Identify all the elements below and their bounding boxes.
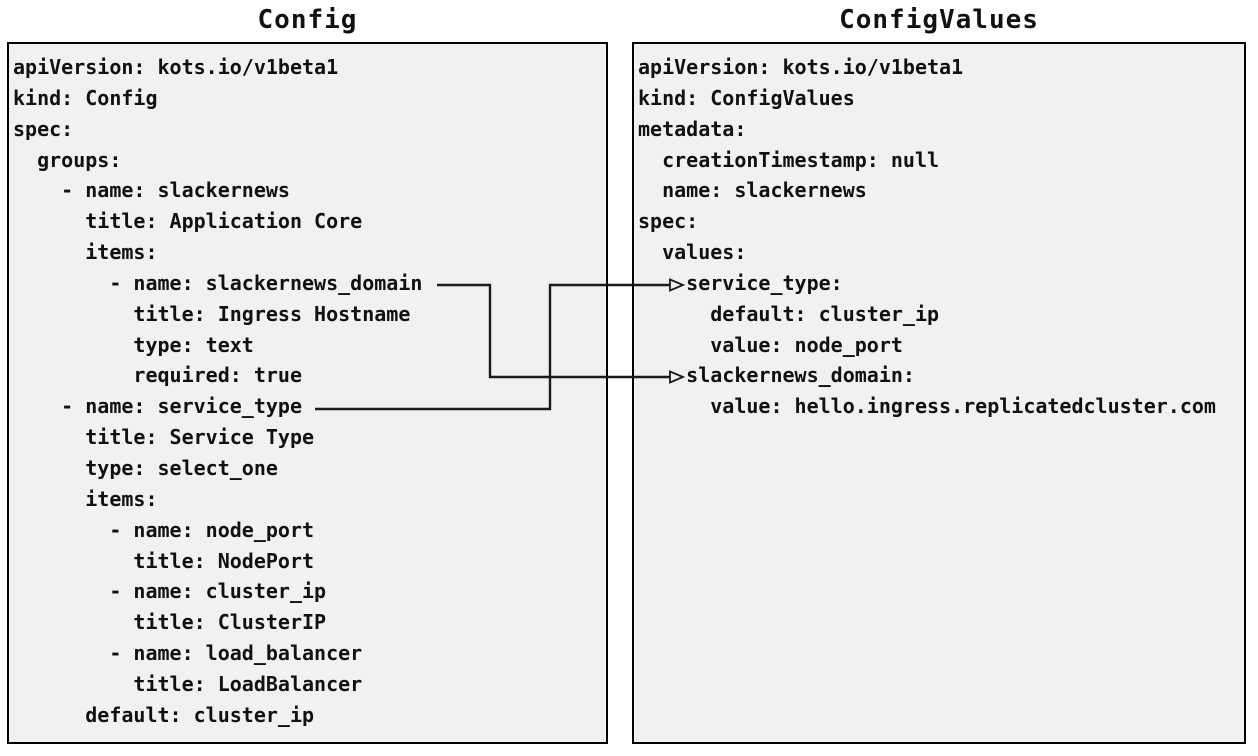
code-line: - name: load_balancer bbox=[13, 641, 363, 666]
code-line: name: slackernews bbox=[638, 178, 867, 203]
code-line: title: ClusterIP bbox=[13, 610, 327, 635]
code-line: items: bbox=[13, 240, 158, 265]
code-line: title: LoadBalancer bbox=[13, 671, 363, 696]
config-panel-title: Config bbox=[257, 5, 358, 35]
code-line: groups: bbox=[13, 147, 122, 172]
code-line: slackernews_domain: bbox=[638, 363, 915, 388]
code-line: value: hello.ingress.replicatedcluster.c… bbox=[638, 394, 1216, 419]
configvalues-yaml-code: apiVersion: kots.io/v1beta1 kind: ConfigV… bbox=[638, 52, 1240, 422]
code-line: default: cluster_ip bbox=[13, 702, 315, 727]
code-line: type: select_one bbox=[13, 455, 278, 480]
code-line: title: Service Type bbox=[13, 425, 315, 450]
code-line: values: bbox=[638, 240, 747, 265]
code-line: service_type: bbox=[638, 270, 843, 295]
config-yaml-code: apiVersion: kots.io/v1beta1 kind: Config s… bbox=[13, 52, 602, 731]
configvalues-panel: apiVersion: kots.io/v1beta1 kind: ConfigV… bbox=[632, 42, 1246, 744]
code-line: - name: slackernews_domain bbox=[13, 270, 423, 295]
code-line: apiVersion: kots.io/v1beta1 bbox=[638, 55, 964, 79]
code-line: spec: bbox=[13, 116, 74, 141]
code-line: title: Application Core bbox=[13, 209, 363, 234]
code-line: metadata: bbox=[638, 116, 747, 141]
configvalues-panel-title: ConfigValues bbox=[839, 5, 1039, 35]
code-line: required: true bbox=[13, 363, 302, 388]
config-panel: apiVersion: kots.io/v1beta1 kind: Config s… bbox=[7, 42, 608, 744]
code-line: kind: ConfigValues bbox=[638, 85, 855, 110]
code-line: spec: bbox=[638, 209, 699, 234]
code-line: kind: Config bbox=[13, 85, 158, 110]
code-line: title: Ingress Hostname bbox=[13, 301, 411, 326]
code-line: - name: slackernews bbox=[13, 178, 290, 203]
code-line: - name: cluster_ip bbox=[13, 579, 327, 604]
code-line: - name: node_port bbox=[13, 517, 315, 542]
code-line: - name: service_type bbox=[13, 394, 302, 419]
code-line: creationTimestamp: null bbox=[638, 147, 940, 172]
code-line: apiVersion: kots.io/v1beta1 bbox=[13, 55, 339, 79]
code-line: value: node_port bbox=[638, 332, 903, 357]
code-line: items: bbox=[13, 486, 158, 511]
code-line: type: text bbox=[13, 332, 254, 357]
code-line: default: cluster_ip bbox=[638, 301, 940, 326]
code-line: title: NodePort bbox=[13, 548, 315, 573]
